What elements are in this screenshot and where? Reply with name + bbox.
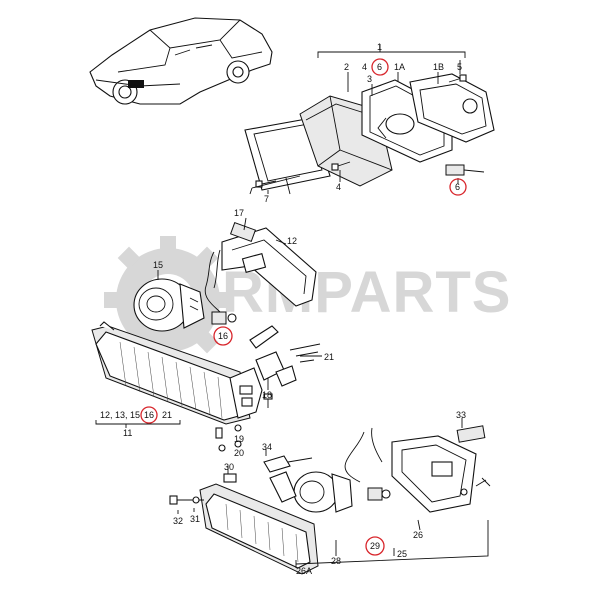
label-25: 25 [397,549,407,559]
label-18: 18 [262,390,272,400]
label-11: 11 [123,428,132,438]
label-6-bulb: 6 [455,182,460,192]
label-2: 2 [344,62,349,72]
label-group-12-13-15: 12, 13, 15 [100,410,140,420]
highlight-6-top [371,58,389,76]
label-26: 26 [413,530,423,540]
top-assembly [244,44,495,195]
label-4-lower: 4 [336,182,341,192]
label-20: 20 [234,448,244,458]
bulb-29 [367,487,383,501]
label-16-mid: 16 [218,331,228,341]
label-6-top: 6 [377,62,382,72]
label-31: 31 [190,514,200,524]
label-5: 5 [457,62,462,72]
label-19: 19 [234,434,244,444]
car-illustration [89,17,273,105]
label-26A: 26A [296,566,312,576]
label-16-group: 16 [144,410,154,420]
bulb-16 [211,311,227,325]
highlight-16-mid [213,326,233,346]
label-34: 34 [262,442,272,452]
highlight-16-group [140,406,158,424]
label-32: 32 [173,516,183,526]
label-33: 33 [456,410,466,420]
label-7: 7 [264,194,269,204]
label-21-group: 21 [162,410,172,420]
label-28: 28 [331,556,341,566]
middle-assembly [91,217,322,452]
bottom-assembly [169,418,491,575]
highlight-29 [365,536,385,556]
label-29: 29 [370,541,380,551]
bulb-holder [445,164,465,176]
highlight-6-bulb [449,178,467,196]
switch-33 [456,425,486,443]
label-12: 12 [287,236,297,246]
fog-lamp-28 [293,471,339,513]
label-15: 15 [153,260,163,270]
label-30: 30 [224,462,234,472]
highlight-circles [140,58,467,556]
label-4-top: 4 [362,62,367,72]
callout-labels: 1 6 2 4 3 1A 1B 5 4 7 6 17 12 15 16 21 1… [100,42,466,576]
label-1A: 1A [394,62,405,72]
bracket-12 [221,227,317,307]
label-17: 17 [234,208,244,218]
rear-housing [409,73,495,143]
label-21: 21 [324,352,334,362]
label-3: 3 [367,74,372,84]
label-1B: 1B [433,62,444,72]
label-1: 1 [377,42,382,52]
